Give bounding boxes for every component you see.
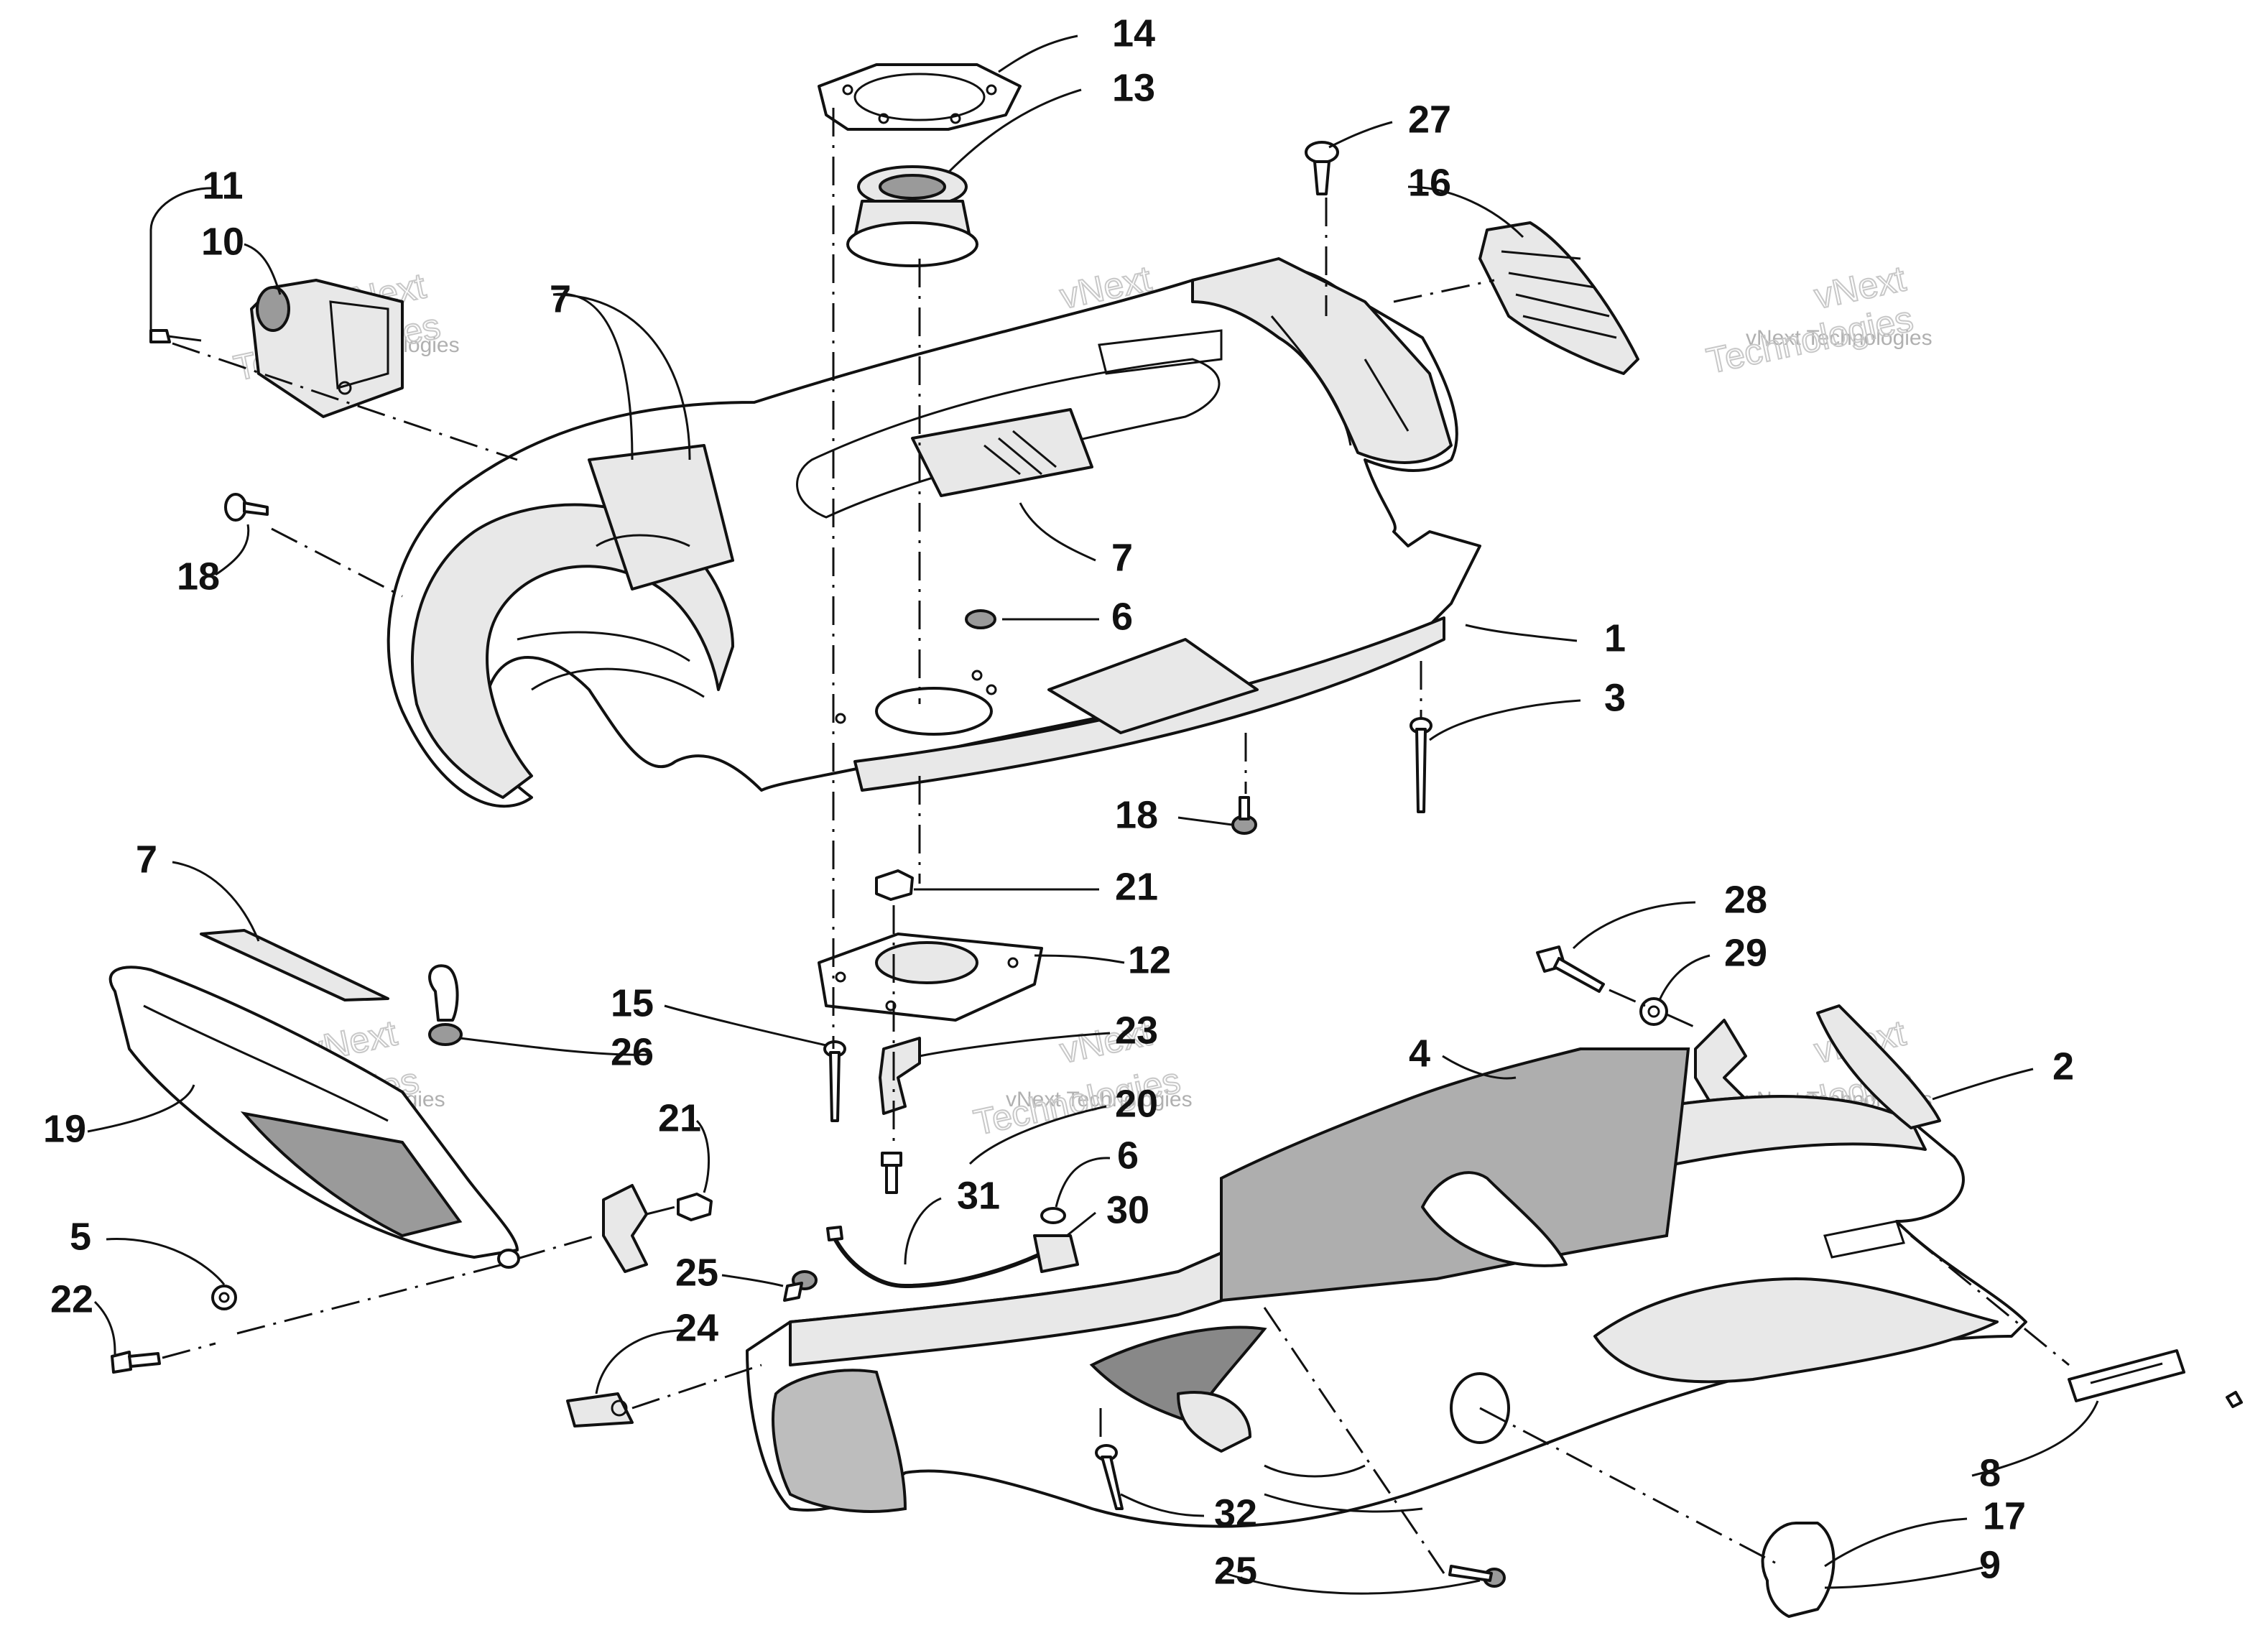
callout-7: 7 <box>1111 536 1133 579</box>
fastener-part <box>1231 796 1257 835</box>
plug-part <box>1761 1522 1836 1618</box>
mount-plate-part <box>818 933 1043 1022</box>
cable-part <box>826 1226 1050 1289</box>
callout-21: 21 <box>658 1096 701 1139</box>
callout-21: 21 <box>1115 865 1158 908</box>
callout-28: 28 <box>1724 878 1767 921</box>
rivet-part <box>823 1040 846 1122</box>
grommet-part <box>1040 1207 1066 1224</box>
callout-6: 6 <box>1111 595 1133 638</box>
decal-part <box>200 929 389 1001</box>
rivet-part <box>1095 1444 1124 1510</box>
callout-labels: 14 13 27 16 11 10 7 7 18 6 1 3 18 21 12 … <box>43 11 2074 1592</box>
holder-part <box>1033 1234 1079 1273</box>
callout-15: 15 <box>611 981 654 1024</box>
callout-12: 12 <box>1128 938 1171 981</box>
grommet-part <box>965 609 996 629</box>
callout-31: 31 <box>957 1174 1000 1217</box>
nut-part <box>677 1193 713 1221</box>
callout-13: 13 <box>1112 66 1155 109</box>
callout-16: 16 <box>1408 161 1451 204</box>
watermark-text: Technologies <box>1703 298 1917 381</box>
callout-32: 32 <box>1214 1491 1257 1535</box>
callout-29: 29 <box>1724 931 1767 974</box>
callout-22: 22 <box>50 1277 93 1320</box>
callout-19: 19 <box>43 1107 86 1150</box>
foam-pad-part <box>1220 1047 1690 1302</box>
strap-part <box>428 964 463 1046</box>
bumper-part <box>108 966 520 1269</box>
watermark-text: vNext Technologies <box>1746 326 1933 350</box>
callout-7: 7 <box>550 277 571 320</box>
washer-part <box>211 1285 237 1310</box>
callout-5: 5 <box>70 1215 91 1258</box>
callout-23: 23 <box>1115 1009 1158 1052</box>
assembly-lines <box>162 108 2070 1574</box>
callout-9: 9 <box>1979 1543 2001 1586</box>
fastener-part <box>224 493 269 522</box>
callout-18: 18 <box>1115 793 1158 836</box>
bolt-part <box>1536 945 1605 993</box>
upper-chassis-part <box>387 257 1481 808</box>
rivet-part <box>1410 717 1432 813</box>
callout-6: 6 <box>1117 1134 1139 1177</box>
callout-17: 17 <box>1983 1494 2026 1537</box>
callout-4: 4 <box>1409 1032 1430 1075</box>
bolt-part <box>111 1351 161 1374</box>
callout-10: 10 <box>201 220 244 263</box>
callout-11: 11 <box>202 164 243 207</box>
boot-part <box>846 165 978 267</box>
clip-part <box>879 1037 921 1115</box>
callout-8: 8 <box>1979 1451 2001 1494</box>
bracket-plate-part <box>1694 1019 1747 1115</box>
callout-2: 2 <box>2052 1045 2074 1088</box>
vent-grille-part <box>1478 221 1639 375</box>
washer-part <box>1639 997 1668 1026</box>
leader-lines <box>87 34 2099 1595</box>
callout-25: 25 <box>1214 1549 1257 1592</box>
bracket-plate-part <box>602 1184 648 1273</box>
callout-25: 25 <box>675 1251 718 1294</box>
callout-20: 20 <box>1115 1082 1158 1125</box>
callout-30: 30 <box>1106 1188 1149 1231</box>
callout-18: 18 <box>177 555 220 598</box>
side-bracket-part <box>1816 1004 1941 1129</box>
clip-part <box>566 1392 634 1428</box>
callout-3: 3 <box>1604 676 1626 719</box>
bolt-part <box>881 1152 902 1194</box>
callout-1: 1 <box>1604 616 1626 660</box>
callout-27: 27 <box>1408 98 1451 141</box>
screw-part <box>1305 141 1339 195</box>
reflector-part <box>2068 1349 2243 1408</box>
screw-part <box>783 1270 818 1302</box>
nut-part <box>875 869 914 901</box>
callout-14: 14 <box>1112 11 1155 55</box>
callout-26: 26 <box>611 1030 654 1073</box>
callout-7: 7 <box>136 838 157 881</box>
screw-part <box>1448 1565 1506 1588</box>
callout-24: 24 <box>675 1306 718 1349</box>
gasket-part <box>818 63 1022 131</box>
